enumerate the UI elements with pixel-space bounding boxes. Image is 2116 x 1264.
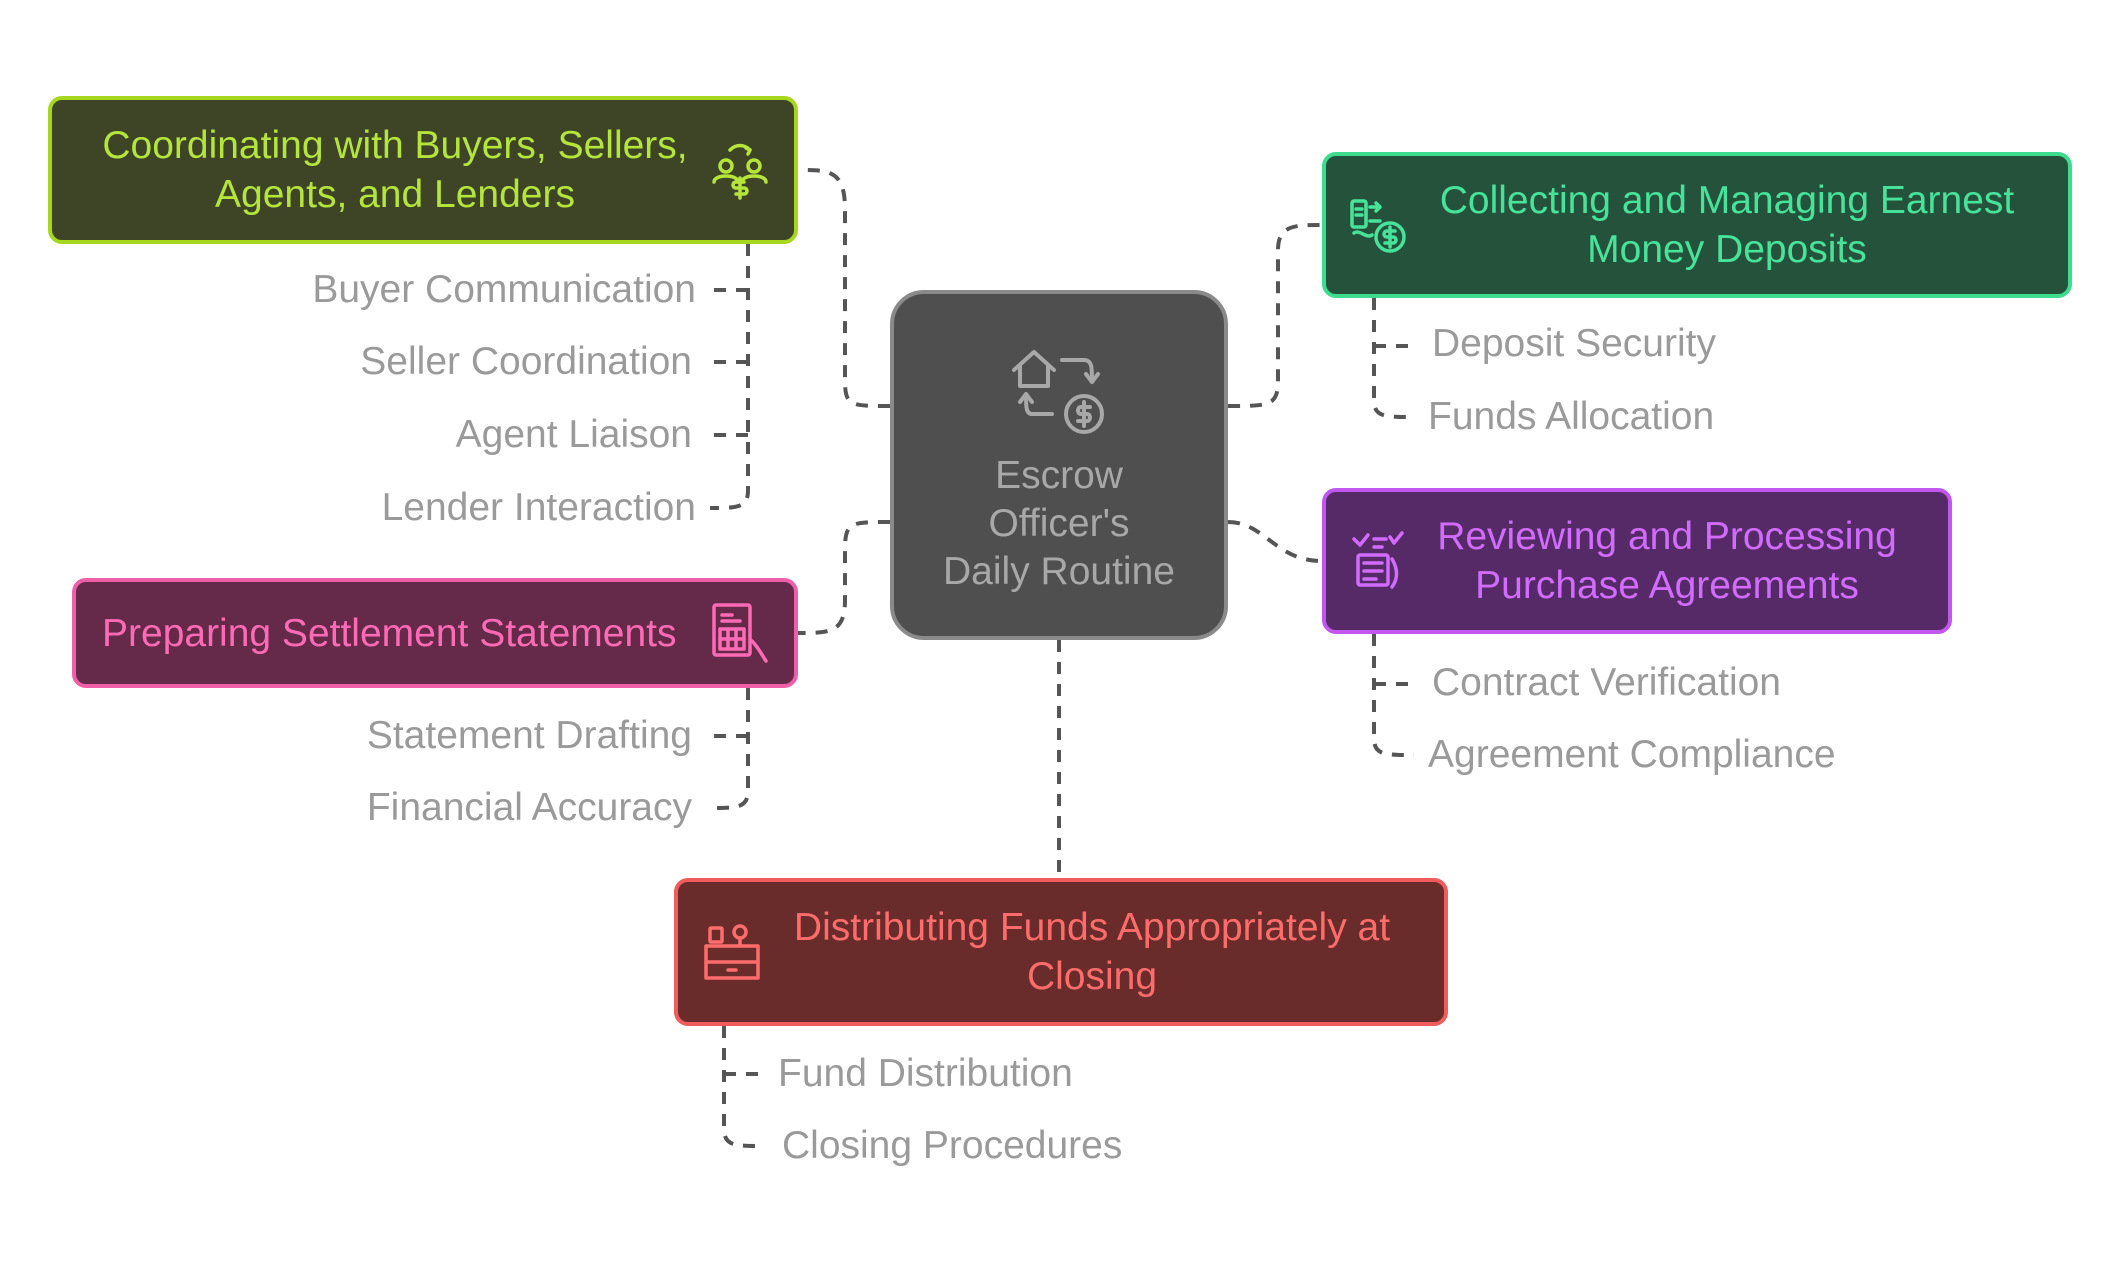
cash-register-icon (700, 920, 764, 984)
statement-calculator-icon (708, 601, 772, 665)
branch-distributing-title-line2: Closing (1026, 955, 1158, 998)
branch-collecting-title-line1: Collecting and Managing Earnest (1439, 179, 2015, 222)
connector-coordinating-subs (709, 244, 750, 510)
center-title-line2: Officer's (988, 502, 1130, 545)
branch-coordinating-title-line2: Agents, and Lenders (215, 173, 575, 216)
branch-preparing-title: Preparing Settlement Statements (102, 611, 677, 655)
people-exchange-icon (708, 138, 772, 202)
sub-deposit-security: Deposit Security (1432, 322, 1716, 365)
branch-preparing: Preparing Settlement Statements (72, 578, 798, 688)
connector-collecting (1227, 223, 1323, 408)
connector-preparing (797, 520, 891, 635)
branch-coordinating-title-line1: Coordinating with Buyers, Sellers, (102, 124, 688, 167)
branch-collecting: Collecting and Managing Earnest Money De… (1322, 152, 2072, 298)
branch-distributing-title-line1: Distributing Funds Appropriately at (793, 906, 1391, 949)
house-money-exchange-icon (1004, 334, 1114, 434)
branch-coordinating: Coordinating with Buyers, Sellers, Agent… (48, 96, 798, 244)
connector-coordinating (797, 168, 891, 408)
sub-buyer-communication: Buyer Communication (312, 268, 696, 311)
cash-deposit-icon (1346, 193, 1410, 257)
sub-seller-coordination: Seller Coordination (360, 340, 692, 383)
sub-contract-verification: Contract Verification (1432, 661, 1782, 704)
sub-lender-interaction: Lender Interaction (381, 486, 696, 529)
sub-agreement-compliance: Agreement Compliance (1428, 733, 1836, 776)
center-title-line1: Escrow (995, 454, 1123, 497)
sub-financial-accuracy: Financial Accuracy (366, 786, 692, 829)
branch-collecting-title-line2: Money Deposits (1587, 228, 1867, 271)
sub-statement-drafting: Statement Drafting (366, 714, 692, 757)
sub-closing-procedures: Closing Procedures (782, 1124, 1123, 1167)
center-title-line3: Daily Routine (943, 550, 1175, 593)
connector-preparing-subs (709, 688, 750, 810)
center-node: Escrow Officer's Daily Routine (890, 290, 1228, 640)
branch-reviewing: Reviewing and Processing Purchase Agreem… (1322, 488, 1952, 634)
sub-fund-distribution: Fund Distribution (778, 1052, 1073, 1095)
connector-collecting-subs (1372, 298, 1415, 419)
branch-reviewing-title-line1: Reviewing and Processing (1437, 515, 1897, 558)
connector-reviewing-subs (1372, 634, 1415, 757)
document-review-icon (1346, 529, 1410, 593)
branch-distributing: Distributing Funds Appropriately at Clos… (674, 878, 1448, 1026)
connector-distributing-subs (722, 1026, 763, 1148)
sub-funds-allocation: Funds Allocation (1428, 395, 1715, 438)
connector-reviewing (1227, 520, 1323, 563)
sub-agent-liaison: Agent Liaison (455, 413, 692, 456)
branch-reviewing-title-line2: Purchase Agreements (1475, 564, 1859, 607)
